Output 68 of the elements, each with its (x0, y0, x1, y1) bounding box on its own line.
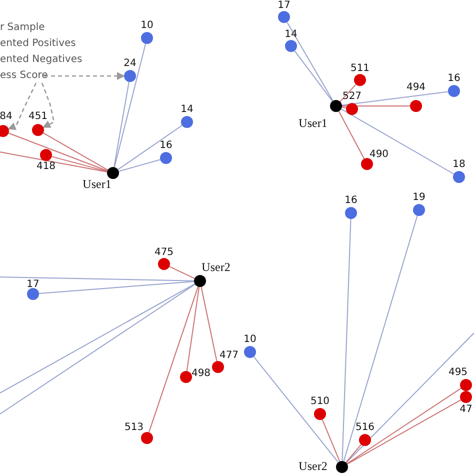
connector-line (118, 159, 161, 172)
node-number: 511 (350, 64, 370, 74)
node-number: 451 (28, 112, 48, 122)
connector-line (114, 81, 130, 168)
user-label: User2 (202, 261, 230, 273)
node-number: 14 (284, 30, 298, 40)
node-number: 495 (448, 368, 468, 378)
leader-arrow (8, 82, 37, 130)
user-label: User1 (298, 117, 328, 129)
connector-line (342, 218, 352, 462)
connector-line (0, 284, 196, 414)
node-number: 16 (344, 196, 358, 206)
connector-line (114, 43, 146, 168)
connector-line (168, 266, 196, 279)
node-number: 494 (406, 83, 426, 93)
user-label: User1 (82, 178, 112, 190)
connector-line (346, 388, 462, 464)
connector-line (42, 132, 108, 171)
node-number: 510 (310, 397, 330, 407)
node-number: 17 (26, 280, 40, 290)
node-number: 498 (191, 369, 211, 379)
connector-line (286, 22, 334, 102)
node-number: 24 (124, 59, 136, 69)
connector-line (0, 276, 194, 282)
legend-text: ented Negatives (0, 53, 82, 67)
node-number: 14 (180, 105, 194, 115)
connector-line (343, 215, 418, 462)
leader-arrow (44, 72, 125, 80)
node-number: 18 (452, 160, 466, 170)
connector-line (341, 106, 347, 108)
connector-line (340, 84, 356, 102)
connector-line (186, 286, 200, 372)
legend-text: ented Positives (0, 37, 76, 51)
connector-line (340, 108, 454, 174)
node-number: 490 (369, 150, 389, 160)
node-number: 16 (160, 141, 172, 151)
node-number: 19 (412, 193, 426, 203)
connector-line (341, 91, 449, 106)
node-number: 513 (124, 423, 144, 433)
connector-line (0, 283, 196, 394)
connector-line (117, 124, 183, 170)
leader-arrow (41, 82, 55, 128)
connector-line (346, 332, 474, 464)
node-number: 10 (140, 21, 154, 31)
connector-line (322, 419, 340, 462)
node-number: 516 (355, 423, 375, 433)
user-label: User2 (298, 460, 328, 472)
node-number: 418 (36, 162, 56, 172)
node-number: 477 (219, 351, 239, 361)
node-number: 10 (244, 335, 256, 345)
node-number: 527 (342, 92, 362, 102)
connector-line (338, 110, 365, 160)
connector-line (346, 399, 462, 465)
legend-text: r Sample (0, 21, 45, 35)
connector-line (8, 132, 108, 172)
connector-line (51, 156, 108, 172)
node-number: 16 (448, 74, 460, 84)
connector-line (148, 286, 199, 433)
connector-line (253, 356, 339, 463)
connector-line (200, 286, 218, 362)
node-number: 17 (278, 1, 290, 11)
connector-line (345, 444, 362, 463)
node-number: 47 (460, 405, 472, 415)
node-number: 84 (0, 112, 12, 122)
connector-line (38, 280, 195, 294)
connector-line (294, 50, 333, 102)
connector-line (0, 152, 108, 172)
node-number: 475 (154, 248, 174, 258)
